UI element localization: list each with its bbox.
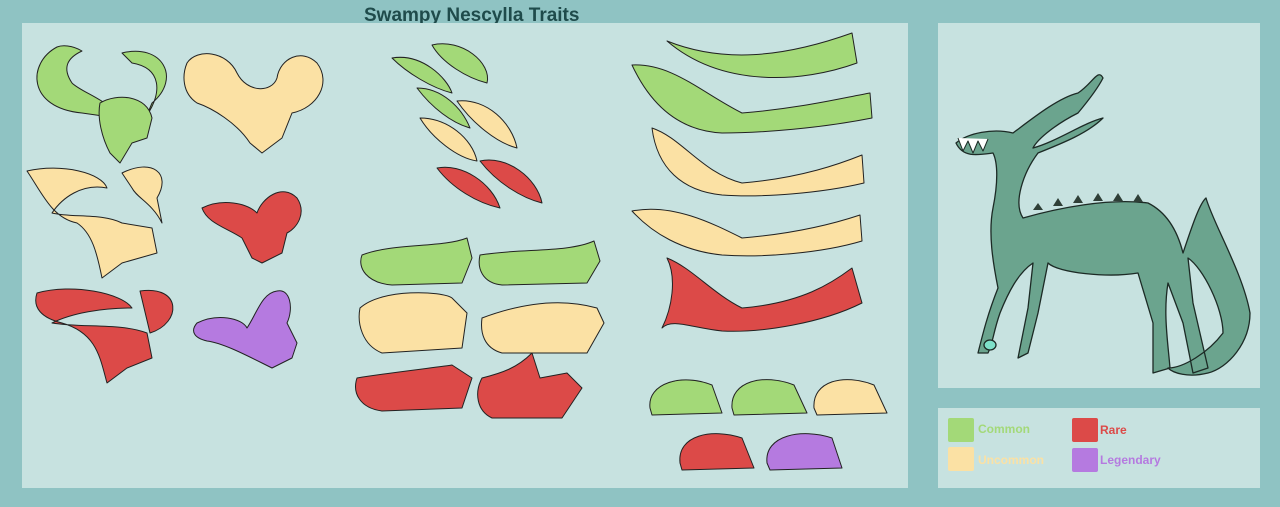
head-trait-common (36, 45, 167, 164)
legend-label-uncommon: Uncommon (978, 453, 1044, 467)
creature-panel (938, 23, 1260, 388)
head-trait-legendary (193, 290, 298, 369)
traits-panel (22, 23, 908, 488)
legend-swatch-legendary (1072, 448, 1098, 472)
legend-swatch-common (948, 418, 974, 442)
legend-swatch-rare (1072, 418, 1098, 442)
head-trait-rare-2 (201, 191, 302, 264)
leg-traits (355, 237, 605, 419)
tail-traits (631, 32, 873, 332)
legend-label-rare: Rare (1100, 423, 1127, 437)
legend-label-common: Common (978, 422, 1030, 436)
page-title: Swampy Nescylla Traits (364, 5, 580, 26)
head-trait-uncommon-2 (183, 53, 324, 154)
head-trait-rare (35, 288, 174, 384)
head-trait-uncommon (26, 166, 163, 279)
rarity-legend: Common Rare Uncommon Legendary (938, 408, 1260, 488)
tail-tip-traits (391, 43, 543, 209)
foot-traits (649, 379, 888, 471)
legend-label-legendary: Legendary (1100, 453, 1161, 467)
legend-swatch-uncommon (948, 447, 974, 471)
creature-illustration (955, 74, 1251, 376)
traits-illustration (26, 32, 888, 471)
